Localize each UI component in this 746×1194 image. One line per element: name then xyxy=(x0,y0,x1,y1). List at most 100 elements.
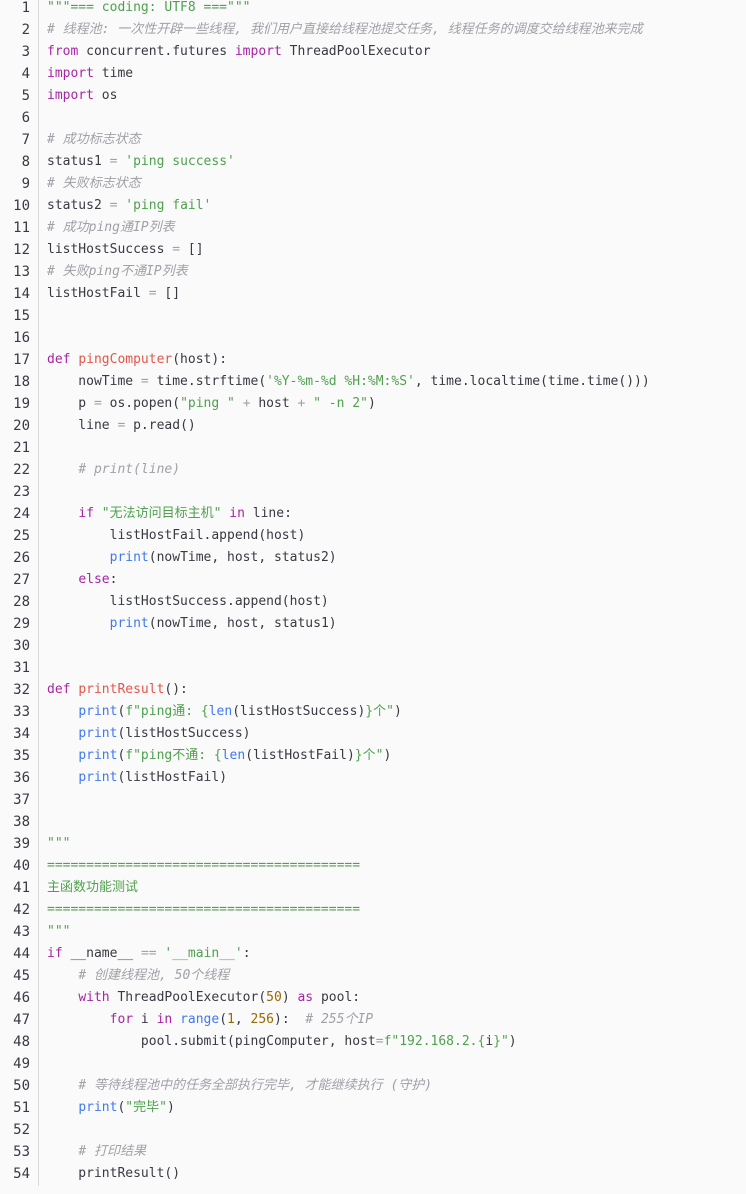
line-code: if "无法访问目标主机" in line: xyxy=(47,503,746,525)
code-token: + xyxy=(242,396,251,411)
code-token: (host): xyxy=(172,352,228,367)
code-line[interactable]: 11# 成功ping通IP列表 xyxy=(0,217,746,239)
code-line[interactable]: 19 p = os.popen("ping " + host + " -n 2"… xyxy=(0,393,746,415)
line-number: 39 xyxy=(13,836,30,852)
code-line[interactable]: 54 printResult() xyxy=(0,1163,746,1185)
line-number: 25 xyxy=(13,528,30,544)
line-number: 9 xyxy=(21,176,30,192)
code-token xyxy=(235,396,243,411)
code-token: print xyxy=(78,704,118,719)
line-number: 19 xyxy=(13,396,30,412)
line-code: # 线程池: 一次性开辟一些线程, 我们用户直接给线程池提交任务, 线程任务的调… xyxy=(47,19,746,41)
code-line[interactable]: 50 # 等待线程池中的任务全部执行完毕, 才能继续执行 (守护) xyxy=(0,1075,746,1097)
code-line[interactable]: 30 xyxy=(0,635,746,657)
code-line[interactable]: 20 line = p.read() xyxy=(0,415,746,437)
code-line[interactable]: 48 pool.submit(pingComputer, host=f"192.… xyxy=(0,1031,746,1053)
line-code: ======================================== xyxy=(47,855,746,877)
code-token xyxy=(47,572,78,587)
line-code: # 失败ping不通IP列表 xyxy=(47,261,746,283)
code-line[interactable]: 15 xyxy=(0,305,746,327)
code-line[interactable]: 33 print(f"ping通: {len(listHostSuccess)}… xyxy=(0,701,746,723)
line-number: 52 xyxy=(13,1122,30,1138)
code-token: '%Y-%m-%d %H:%M:%S' xyxy=(266,374,415,389)
code-line[interactable]: 1 """=== coding: UTF8 ===""" xyxy=(0,0,746,19)
code-token: pool.submit(pingComputer, host xyxy=(47,1034,376,1049)
code-line[interactable]: 31 xyxy=(0,657,746,679)
code-token: i xyxy=(485,1034,494,1049)
code-token: pingComputer xyxy=(78,352,173,367)
code-line[interactable]: 39""" xyxy=(0,833,746,855)
code-line[interactable]: 43""" xyxy=(0,921,746,943)
code-token: status2 xyxy=(47,198,110,213)
code-line[interactable]: 42======================================… xyxy=(0,899,746,921)
code-line[interactable]: 21 xyxy=(0,437,746,459)
line-code: # 成功ping通IP列表 xyxy=(47,217,746,239)
code-line[interactable]: 34 print(listHostSuccess) xyxy=(0,723,746,745)
code-token: status1 xyxy=(47,154,110,169)
line-code: print(listHostSuccess) xyxy=(47,723,746,745)
code-token: = xyxy=(172,242,181,257)
code-token: print xyxy=(78,1100,118,1115)
code-token xyxy=(47,1078,78,1093)
code-token: listHostFail xyxy=(47,286,149,301)
code-line[interactable]: 2 # 线程池: 一次性开辟一些线程, 我们用户直接给线程池提交任务, 线程任务的… xyxy=(0,19,746,41)
code-line[interactable]: 29 print(nowTime, host, status1) xyxy=(0,613,746,635)
code-line[interactable]: 40======================================… xyxy=(0,855,746,877)
code-line[interactable]: 52 xyxy=(0,1119,746,1141)
code-line[interactable]: 27 else: xyxy=(0,569,746,591)
code-token: "完毕" xyxy=(125,1100,167,1115)
code-line[interactable]: 18 nowTime = time.strftime('%Y-%m-%d %H:… xyxy=(0,371,746,393)
line-code: printResult() xyxy=(47,1163,746,1185)
line-number: 1 xyxy=(21,0,30,16)
code-line[interactable]: 46 with ThreadPoolExecutor(50) as pool: xyxy=(0,987,746,1009)
line-code: import os xyxy=(47,85,746,107)
code-line[interactable]: 24 if "无法访问目标主机" in line: xyxy=(0,503,746,525)
code-token: = xyxy=(375,1034,384,1049)
code-line[interactable]: 13# 失败ping不通IP列表 xyxy=(0,261,746,283)
code-line[interactable]: 35 print(f"ping不通: {len(listHostFail)}个"… xyxy=(0,745,746,767)
code-line[interactable]: 16 xyxy=(0,327,746,349)
code-line[interactable]: 22 # print(line) xyxy=(0,459,746,481)
code-token: listHostFail.append(host) xyxy=(47,528,306,543)
code-token: (nowTime, host, status1) xyxy=(148,616,337,631)
code-line[interactable]: 25 listHostFail.append(host) xyxy=(0,525,746,547)
code-line[interactable]: 51 print("完毕") xyxy=(0,1097,746,1119)
code-line[interactable]: 28 listHostSuccess.append(host) xyxy=(0,591,746,613)
code-token: ( xyxy=(117,1100,126,1115)
code-line[interactable]: 53 # 打印结果 xyxy=(0,1141,746,1163)
code-line[interactable]: 23 xyxy=(0,481,746,503)
line-number: 2 xyxy=(21,22,30,38)
line-number: 17 xyxy=(13,352,30,368)
code-line[interactable]: 36 print(listHostFail) xyxy=(0,767,746,789)
code-line[interactable]: 6 xyxy=(0,107,746,129)
code-token: time xyxy=(93,66,134,81)
code-line[interactable]: 45 # 创建线程池, 50个线程 xyxy=(0,965,746,987)
code-line[interactable]: 37 xyxy=(0,789,746,811)
code-line[interactable]: 26 print(nowTime, host, status2) xyxy=(0,547,746,569)
code-line[interactable]: 47 for i in range(1, 256): # 255个IP xyxy=(0,1009,746,1031)
code-line[interactable]: 9# 失败标志状态 xyxy=(0,173,746,195)
code-token: (listHostFail) xyxy=(245,748,355,763)
code-token: ): xyxy=(274,1012,306,1027)
line-number: 38 xyxy=(13,814,30,830)
line-code: """=== coding: UTF8 ===""" xyxy=(47,0,746,19)
code-token: host xyxy=(250,396,298,411)
code-line[interactable]: 7# 成功标志状态 xyxy=(0,129,746,151)
code-token: listHostSuccess xyxy=(47,242,173,257)
code-line[interactable]: 38 xyxy=(0,811,746,833)
code-token: f"ping不通: { xyxy=(125,748,222,763)
code-line[interactable]: 49 xyxy=(0,1053,746,1075)
